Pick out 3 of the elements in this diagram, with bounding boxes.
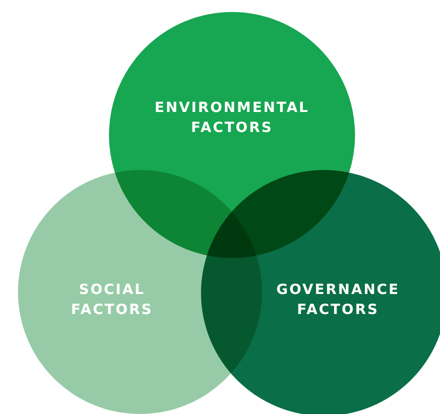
circle-label: GOVERNANCE FACTORS (275, 281, 401, 320)
circle-label: ENVIRONMENTAL FACTORS (154, 99, 310, 138)
circle-label: SOCIAL FACTORS (70, 281, 154, 320)
